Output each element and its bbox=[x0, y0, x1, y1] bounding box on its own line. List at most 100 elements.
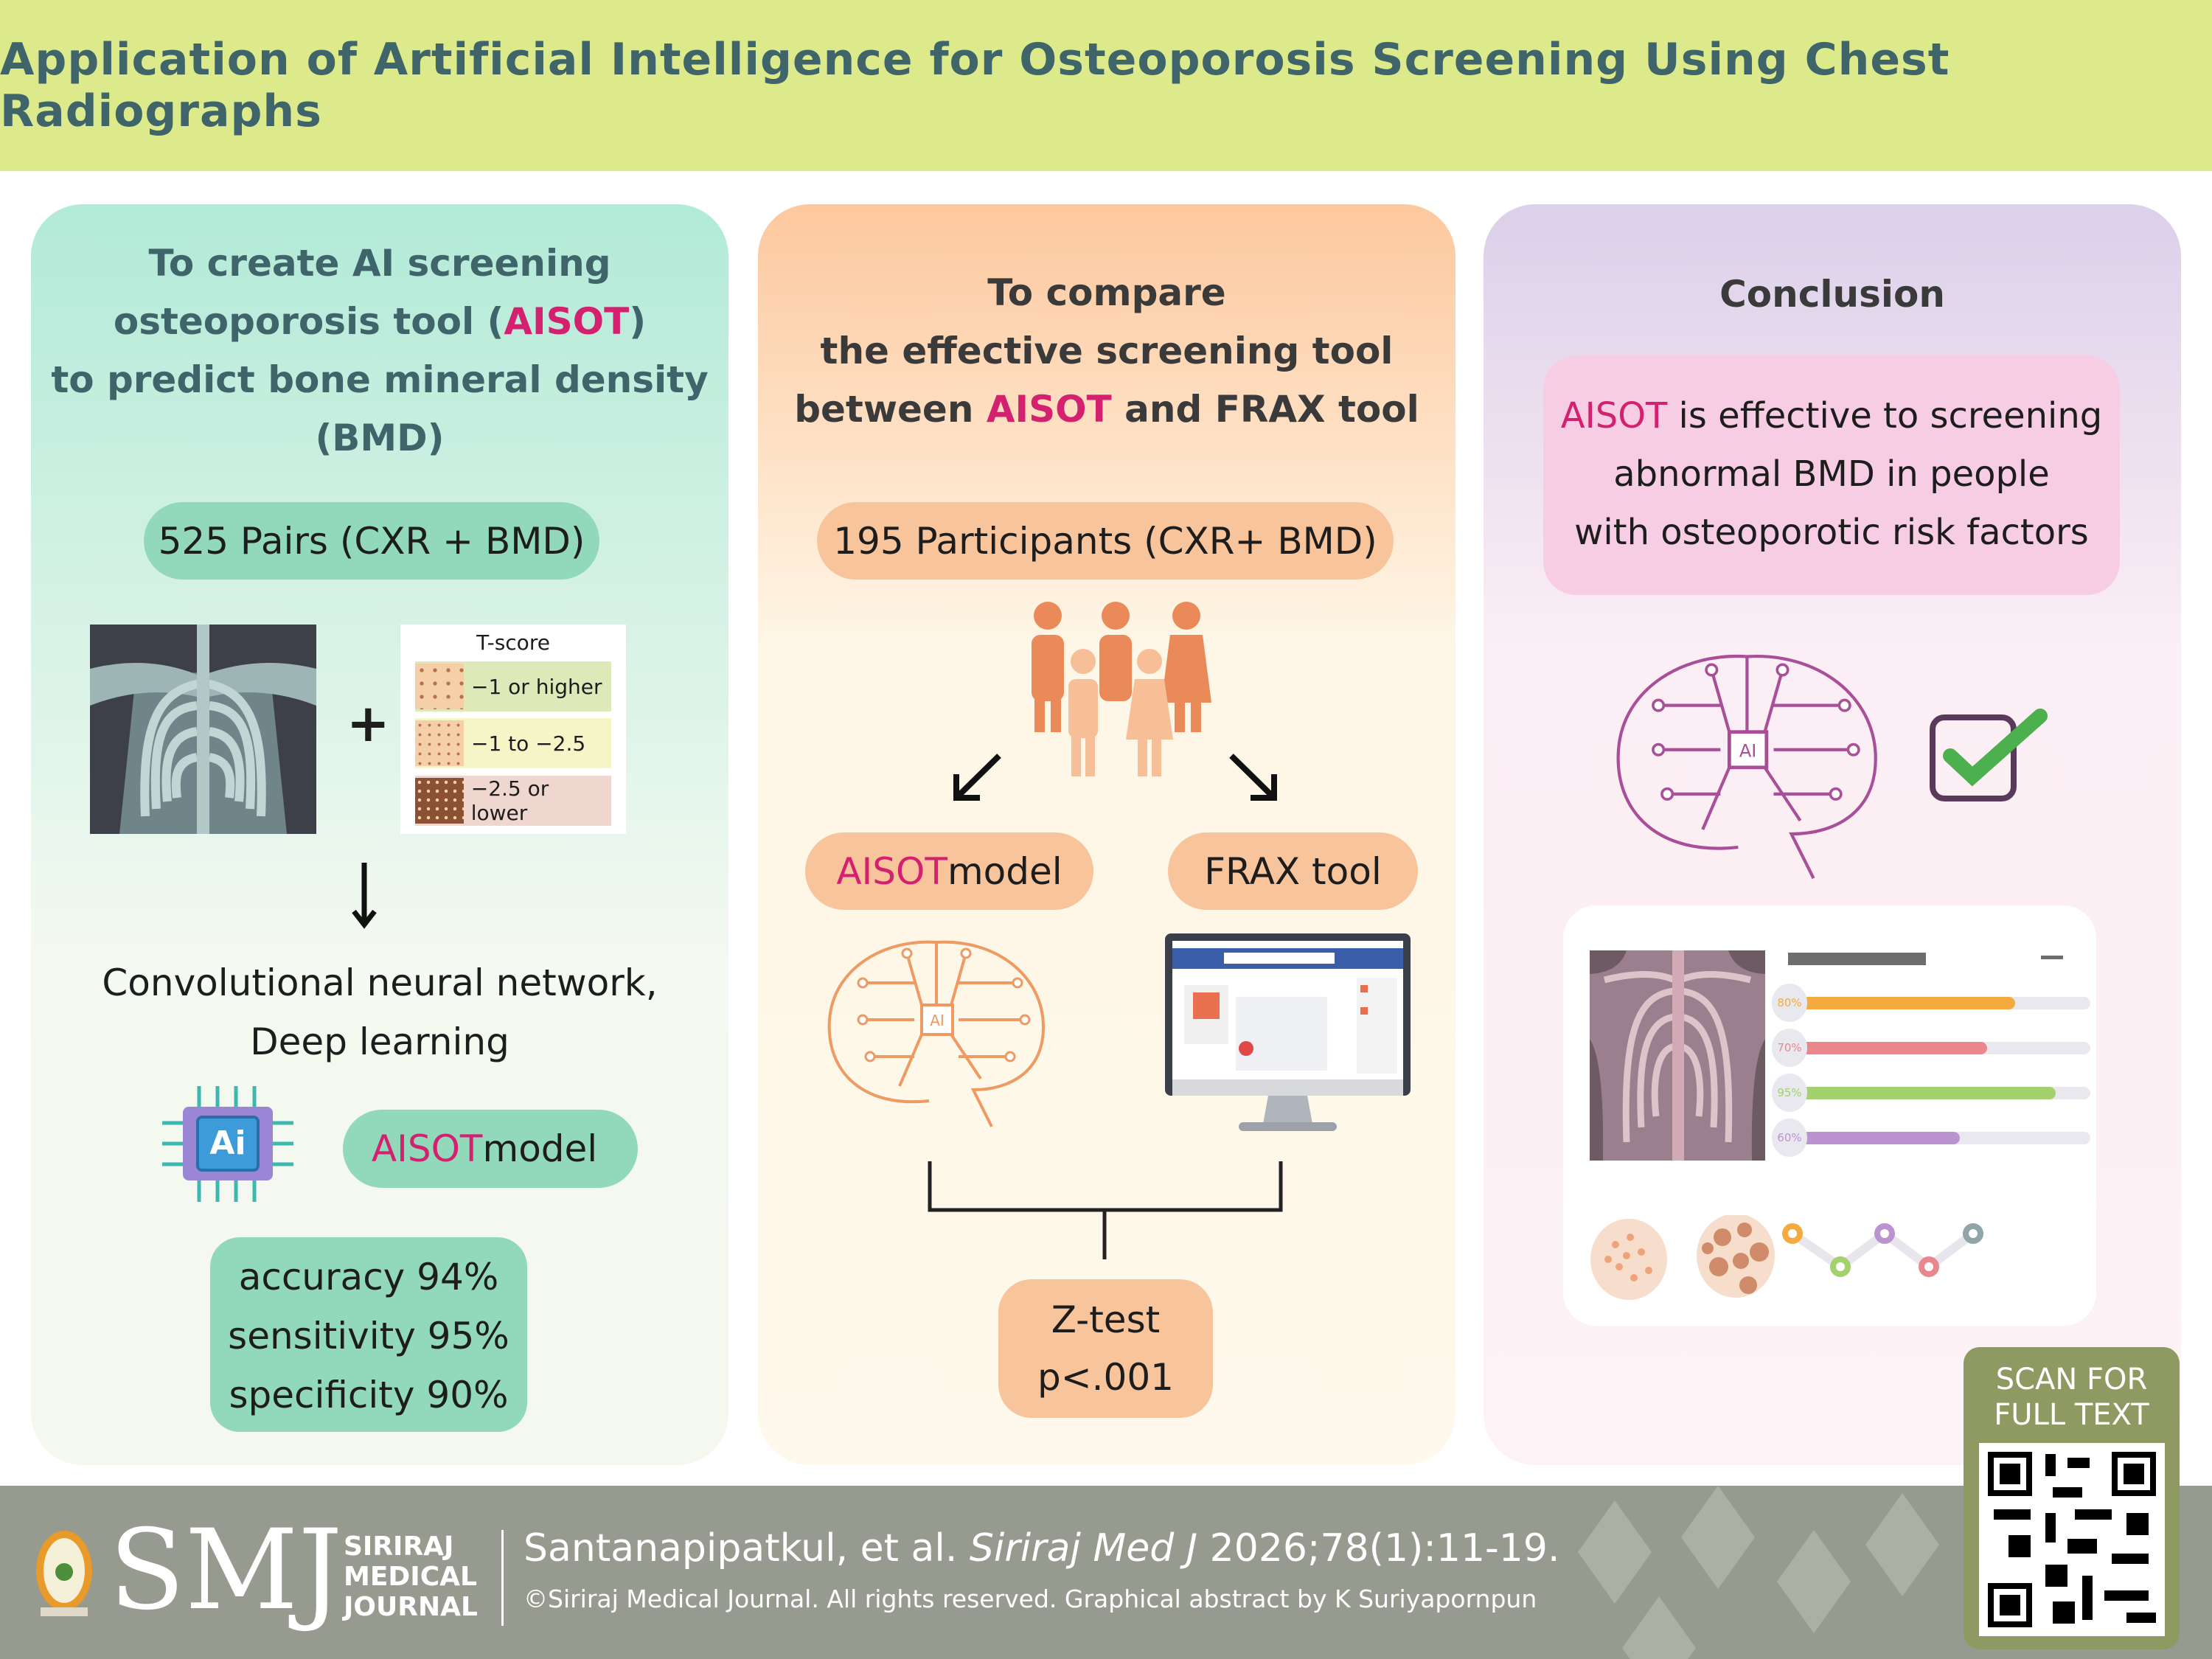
text: JOURNAL bbox=[344, 1592, 478, 1622]
z-test-box: Z-test p<.001 bbox=[998, 1279, 1213, 1418]
progress-fill bbox=[1795, 997, 2015, 1009]
text: Santanapipatkul, et al. bbox=[524, 1526, 970, 1571]
dashboard-card: 80% 70% 95% 60% bbox=[1563, 905, 2096, 1326]
healthy-bone-icon bbox=[1590, 1219, 1667, 1300]
aisot-highlight: AISOT bbox=[986, 388, 1112, 431]
header-banner: Application of Artificial Intelligence f… bbox=[0, 0, 2212, 171]
journal-title: Siriraj Med J bbox=[969, 1526, 1198, 1571]
chip-label: Ai bbox=[209, 1124, 246, 1162]
text: SCAN FOR bbox=[1995, 1363, 2148, 1397]
text: FULL TEXT bbox=[1994, 1398, 2149, 1432]
tscore-row: −2.5 or lower bbox=[415, 776, 611, 826]
copyright: ©Siriraj Medical Journal. All rights res… bbox=[524, 1585, 1537, 1613]
aisot-model-pill: AISOT model bbox=[343, 1110, 638, 1188]
specificity: specificity 90% bbox=[229, 1374, 509, 1416]
arrow-down-left-icon bbox=[953, 754, 1001, 801]
comparison-bracket bbox=[928, 1161, 1283, 1259]
text: Convolutional neural network, bbox=[102, 961, 658, 1004]
tscore-label: −1 or higher bbox=[471, 674, 602, 699]
chip-label: AI bbox=[930, 1012, 945, 1029]
aisot-model-pill: AISOT model bbox=[805, 832, 1093, 910]
metrics-box: accuracy 94% sensitivity 95% specificity… bbox=[210, 1237, 527, 1432]
qr-code[interactable] bbox=[1979, 1443, 2165, 1636]
ai-brain-circuit-icon: AI bbox=[1616, 654, 1877, 880]
conclusion-line: abnormal BMD in people bbox=[1613, 453, 2050, 495]
arrow-down-right-icon bbox=[1229, 754, 1277, 801]
page-title: Application of Artificial Intelligence f… bbox=[0, 34, 1950, 137]
frax-tool-pill: FRAX tool bbox=[1168, 832, 1418, 910]
test-name: Z-test bbox=[1051, 1298, 1161, 1341]
text: Deep learning bbox=[250, 1020, 509, 1063]
text: MEDICAL bbox=[344, 1562, 477, 1592]
bone-texture-icon bbox=[415, 720, 464, 766]
text: ) bbox=[629, 300, 647, 343]
tscore-title: T-score bbox=[476, 630, 550, 655]
method-text: Convolutional neural network, Deep learn… bbox=[31, 953, 728, 1071]
aisot-highlight: AISOT bbox=[1560, 395, 1668, 437]
checkmark-icon bbox=[1930, 709, 2048, 801]
journal-name: SIRIRAJ MEDICAL JOURNAL bbox=[344, 1531, 478, 1622]
heading-line: to predict bone mineral density bbox=[51, 358, 709, 401]
people-group-icon bbox=[1032, 602, 1211, 776]
ai-brain-circuit-icon: AI bbox=[827, 940, 1046, 1127]
tscore-table: T-score −1 or higher −1 to −2.5 −2.5 or … bbox=[400, 625, 626, 834]
left-heading: To create AI screening osteoporosis tool… bbox=[31, 234, 728, 467]
progress-fill bbox=[1795, 1042, 1988, 1054]
qr-panel: SCAN FOR FULL TEXT bbox=[1964, 1347, 2180, 1649]
ai-chip-icon: Ai bbox=[162, 1086, 293, 1202]
minimize-icon bbox=[2041, 956, 2063, 959]
smj-logo: SMJ bbox=[109, 1506, 343, 1635]
decorative-pattern bbox=[1578, 1486, 1939, 1659]
chest-xray-image bbox=[1590, 950, 1765, 1161]
accuracy: accuracy 94% bbox=[238, 1256, 499, 1298]
arrow-down-icon bbox=[352, 863, 377, 929]
bone-texture-icon bbox=[415, 778, 464, 824]
aisot-highlight: AISOT bbox=[504, 300, 630, 343]
heading-line: To compare bbox=[987, 271, 1226, 314]
text: between bbox=[794, 388, 987, 431]
conclusion-line: with osteoporotic risk factors bbox=[1574, 512, 2089, 553]
progress-label: 80% bbox=[1772, 984, 1807, 1022]
aisot-highlight: AISOT bbox=[836, 849, 947, 893]
aisot-highlight: AISOT bbox=[371, 1127, 483, 1170]
citation: Santanapipatkul, et al. Siriraj Med J 20… bbox=[524, 1526, 1559, 1571]
heading-line: osteoporosis tool (AISOT) bbox=[31, 293, 728, 351]
pairs-pill: 525 Pairs (CXR + BMD) bbox=[144, 502, 599, 580]
text: model bbox=[482, 1127, 598, 1170]
text: osteoporosis tool ( bbox=[113, 300, 504, 343]
scan-label: SCAN FOR FULL TEXT bbox=[1964, 1362, 2180, 1433]
conclusion-heading: Conclusion bbox=[1719, 273, 1945, 316]
bone-texture-icon bbox=[415, 664, 464, 709]
heading-line: To create AI screening bbox=[148, 242, 611, 285]
monitor-frax-icon bbox=[1165, 933, 1411, 1131]
siriraj-emblem-logo bbox=[36, 1531, 92, 1616]
plus-sign: + bbox=[347, 693, 390, 754]
progress-label: 70% bbox=[1772, 1029, 1807, 1067]
text: is effective to screening bbox=[1667, 395, 2103, 437]
progress-label: 95% bbox=[1772, 1074, 1807, 1112]
divider bbox=[501, 1530, 504, 1626]
text: SIRIRAJ bbox=[344, 1531, 454, 1562]
middle-heading: To compare the effective screening tool … bbox=[758, 264, 1455, 439]
progress-label: 60% bbox=[1772, 1119, 1807, 1157]
tscore-label: −1 to −2.5 bbox=[471, 731, 586, 756]
tscore-row: −1 or higher bbox=[415, 661, 611, 712]
chest-xray-image bbox=[90, 625, 316, 834]
tscore-row: −1 to −2.5 bbox=[415, 718, 611, 768]
heading-line: between AISOT and FRAX tool bbox=[758, 380, 1455, 439]
conclusion-box: AISOT is effective to screening abnormal… bbox=[1543, 355, 2120, 595]
conclusion-line: AISOT is effective to screening bbox=[1543, 387, 2120, 445]
chip-label: AI bbox=[1739, 740, 1757, 761]
tscore-label: −2.5 or lower bbox=[470, 776, 549, 825]
text: and FRAX tool bbox=[1111, 388, 1419, 431]
participants-pill: 195 Participants (CXR+ BMD) bbox=[817, 502, 1394, 580]
progress-fill bbox=[1795, 1087, 2056, 1099]
text: 2026;78(1):11-19. bbox=[1197, 1526, 1560, 1571]
heading-line: the effective screening tool bbox=[820, 330, 1394, 372]
text: model bbox=[947, 849, 1062, 893]
footer: SMJ SIRIRAJ MEDICAL JOURNAL Santanapipat… bbox=[0, 1486, 2212, 1659]
progress-fill bbox=[1795, 1132, 1961, 1144]
sensitivity: sensitivity 95% bbox=[228, 1315, 509, 1357]
heading-line: (BMD) bbox=[315, 417, 445, 459]
p-value: p<.001 bbox=[1037, 1356, 1174, 1399]
